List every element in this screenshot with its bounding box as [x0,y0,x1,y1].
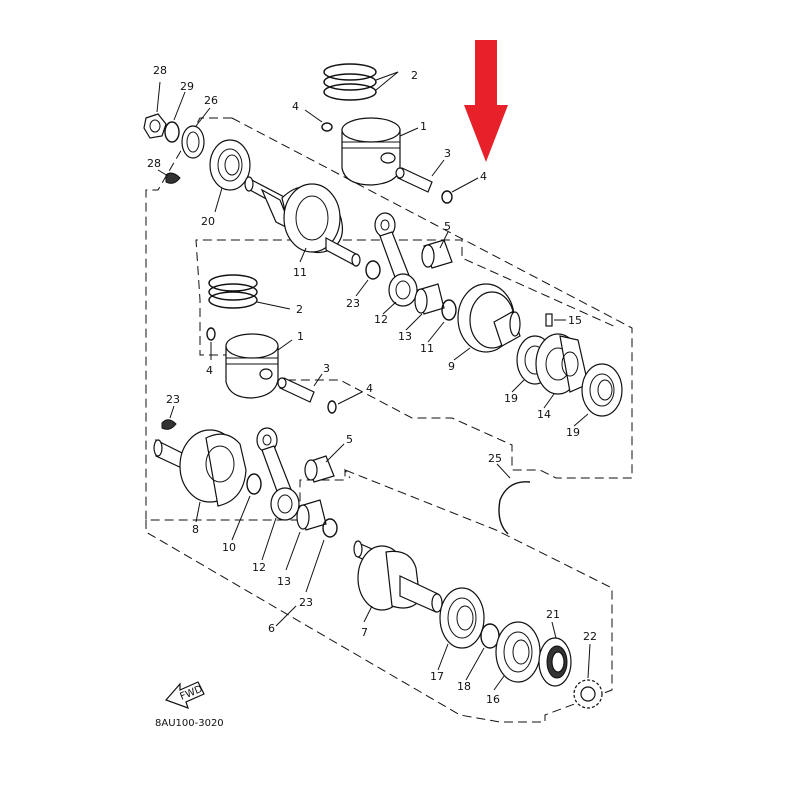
label-13-upper: 13 [398,330,412,343]
highlight-arrow [464,40,508,162]
label-4-top-right: 4 [480,170,487,183]
label-23-lower: 23 [299,596,313,609]
part-1-piston-mid [225,333,293,399]
part-26-oil-seal [181,107,211,159]
label-12-upper: 12 [374,313,388,326]
part-4-circlip-top-right [441,177,479,204]
label-5-upper: 5 [444,220,451,233]
diagram-code: 8AU100-3020 [155,718,224,729]
label-1-top: 1 [420,120,427,133]
part-28-nut [143,81,167,139]
fwd-arrow: FWD [164,681,205,709]
label-25: 25 [488,452,502,465]
part-number-labels: 28 29 26 28 20 2 4 1 3 4 11 5 23 12 13 1… [147,64,597,706]
label-10: 11 [293,266,307,279]
label-3-top: 3 [444,147,451,160]
part-20-bearing [209,139,251,213]
label-24: 23 [166,393,180,406]
label-15: 15 [568,314,582,327]
label-19-left: 19 [504,392,518,405]
label-19-right: 19 [566,426,580,439]
part-2-piston-rings-top [323,63,399,101]
label-1-mid: 1 [297,330,304,343]
part-10-crank-half-upper [244,176,361,267]
part-11-washer-lower [231,473,262,541]
assembly-boundaries [145,117,633,723]
label-3-mid: 3 [323,362,330,375]
part-4-circlip-mid-right [327,391,363,414]
part-11-washer-upper [427,299,457,343]
part-5-small-end-bearing-upper [421,231,453,269]
part-22-gear [573,643,603,709]
label-20: 20 [201,215,215,228]
part-13-big-end-bearing-lower [285,499,327,571]
part-13-big-end-bearing-upper [405,283,445,331]
red-down-arrow-icon [464,40,508,162]
part-23-washer-upper [355,260,381,297]
part-21-oil-seal [538,621,572,687]
part-5-small-end-bearing-lower [304,443,345,483]
label-7: 7 [361,626,368,639]
label-9: 9 [448,360,455,373]
part-12-conrod-upper [374,212,418,315]
label-23-upper: 23 [346,297,360,310]
label-4-mid-left: 4 [206,364,213,377]
label-4-mid-right: 4 [366,382,373,395]
label-16: 16 [486,693,500,706]
label-14: 14 [537,408,551,421]
part-6-leader [275,605,297,627]
label-17: 17 [430,670,444,683]
label-28: 28 [153,64,167,77]
part-17-bearing [437,587,485,671]
label-22: 22 [583,630,597,643]
part-15-dowel-pin [545,313,566,327]
label-29: 29 [180,80,194,93]
label-21: 21 [546,608,560,621]
label-11-upper: 11 [420,342,434,355]
label-2-mid: 2 [296,303,303,316]
part-3-piston-pin-top [395,159,445,193]
part-4-circlip-top-left [304,109,333,132]
lower-assembly-boundary [145,469,613,723]
part-19-bearing-right [573,363,623,427]
part-14-middle-crank [535,333,589,409]
upper-left-boundary [145,117,351,521]
part-2-piston-rings-mid [208,274,291,310]
part-27-woodruff-key [157,169,181,184]
upper-assembly-boundary [195,117,633,479]
part-29-washer [164,91,186,143]
part-23-washer-lower [305,518,338,593]
part-16-bearing [493,621,541,691]
part-24-woodruff-key [161,405,177,430]
part-12-conrod-lower [256,427,300,561]
label-5-lower: 5 [346,433,353,446]
label-8: 8 [192,523,199,536]
label-6: 6 [268,622,275,635]
label-11-lower: 10 [222,541,236,554]
label-13-lower: 13 [277,575,291,588]
label-26: 26 [204,94,218,107]
fwd-arrow-icon [164,681,205,709]
part-4-circlip-mid-left [206,327,216,360]
part-9-center-crank [453,283,521,361]
part-7-crank-half-right [353,540,443,623]
part-25-half-ring [496,463,531,535]
label-18: 18 [457,680,471,693]
label-4-top-left: 4 [292,100,299,113]
label-27: 28 [147,157,161,170]
label-2-top: 2 [411,69,418,82]
part-3-piston-pin-mid [277,373,323,403]
part-8-crank-half-left [153,429,247,523]
label-12-lower: 12 [252,561,266,574]
part-1-piston-top [341,117,419,186]
